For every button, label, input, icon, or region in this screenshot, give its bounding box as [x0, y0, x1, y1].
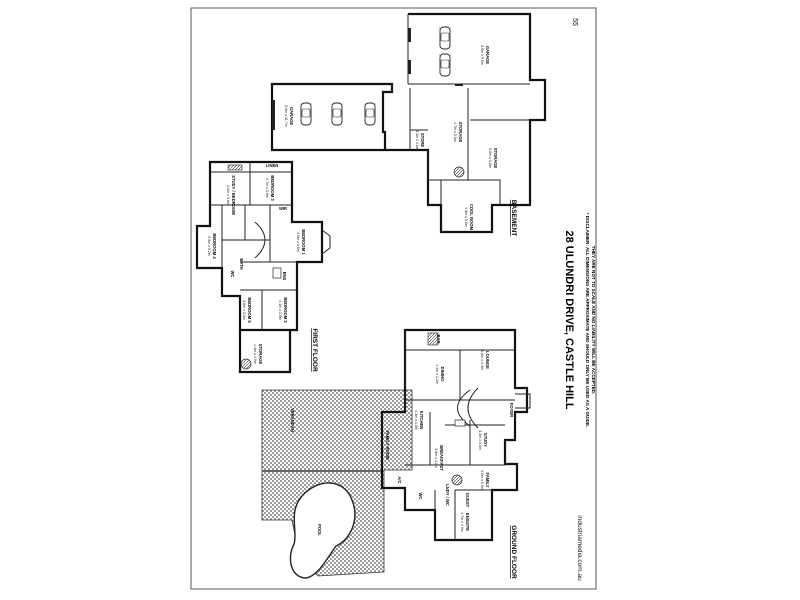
ff-bedroom-1-label: BEDROOM 1 — [301, 229, 306, 255]
disclaimer-line-2: THEY ARE NOT TO SCALE AND NO LIABILITY W… — [591, 246, 596, 394]
basement-garage-2-dim: 8.6m x 11.7m — [284, 105, 288, 127]
ground-floor-title: GROUND FLOOR — [510, 525, 517, 579]
gf-family-label: FAMILY — [485, 473, 490, 488]
basement-title: BASEMENT — [510, 200, 517, 237]
ff-bedroom-1-dim: 4.9m x 3.6m — [296, 232, 300, 252]
basement-cool-room-label: COOL ROOM — [469, 204, 474, 231]
gf-dining-dim: 4.4m x 4.2m — [435, 364, 439, 384]
ground-floor-plan: VERANDAH POOL FAMILY ROOM 8.0m x 11.2m D… — [261, 328, 531, 579]
gf-breakfast-label: BREAKFAST — [439, 445, 444, 471]
first-floor-title: FIRST FLOOR — [311, 328, 318, 372]
gf-breakfast-dim: 3.8m x 4.1m — [434, 448, 438, 468]
basement-storage-1-dim: 4.7m x 3.8m — [453, 122, 457, 142]
ff-storage-dim: 4.4m x 4.0m — [253, 344, 257, 364]
pool — [289, 482, 356, 579]
ff-storage-label: STORAGE — [258, 344, 263, 365]
ff-linen-label: LINEN — [266, 163, 279, 168]
basement-cool-room-dim: 4.8m x 3.8m — [464, 207, 468, 227]
ff-bedroom-4-dim: 3.9m x 3.2m — [207, 236, 211, 256]
ff-ens-label: ENS — [282, 272, 287, 281]
ff-bath-label: BATH — [239, 258, 244, 269]
disclaimer-line-1: * DISCLAIMER: ALL DIMENSIONS ARE APPROXI… — [585, 213, 590, 428]
basement-storage-1-label: STORAGE — [458, 122, 463, 143]
gf-study-dim: 3.3m x 3.0m — [478, 430, 482, 450]
gf-family-room-label: FAMILY ROOM — [385, 430, 390, 460]
ff-bedroom-2-label: BEDROOM 2 — [283, 297, 288, 323]
gf-kitchen-label: KITCHEN — [419, 411, 424, 430]
ff-wc-label: WC — [230, 271, 235, 278]
gf-dining-label: DINING — [440, 367, 445, 382]
ff-wir-label: WIR — [279, 206, 287, 211]
gf-lounge-label: LOUNGE — [485, 351, 490, 369]
gf-verandah-label: VERANDAH — [290, 408, 295, 432]
basement-storage-2-label: STORAGE — [493, 148, 498, 169]
basement-store-dim: 3.3m x 4.8m — [415, 130, 419, 150]
gf-foyer-label: FOYER — [509, 403, 514, 417]
ff-bedroom-3-label: BEDROOM 3 — [270, 175, 275, 201]
gf-lndy-label: LNDY / WC — [445, 484, 450, 506]
gf-kitchen-dim: 4.3m x 4.8m — [414, 410, 418, 430]
gf-bar-label: BAR — [436, 334, 441, 343]
gf-pool-label: POOL — [317, 524, 322, 536]
address-title: 28 ULUNDRI DRIVE, CASTLE HILL — [563, 230, 575, 409]
first-floor-plan: LINEN BEDROOM 3 4.7m x 3.6m STUDY / BEDR… — [195, 160, 331, 374]
ff-bedroom-4-label: BEDROOM 4 — [212, 233, 217, 259]
basement-garage-1-dim: 9.6m x 9.5m — [480, 45, 484, 65]
basement-garage-1-label: GARAGE — [485, 46, 490, 65]
gf-wc-label: WC — [418, 493, 423, 500]
gf-ac-label: A/C — [397, 476, 402, 483]
ff-bedroom-5-dim: 3.6m x 3.3m — [242, 300, 246, 320]
basement-plan: GARAGE 9.6m x 9.5m GARAGE 8.6m x 11.7m S… — [270, 12, 547, 237]
gf-lounge-dim: 6.6m x 4.3m — [480, 350, 484, 370]
gf-family-dim: 4.6m x 5.0m — [480, 470, 484, 490]
ff-study-label: STUDY / BEDROOM — [231, 175, 236, 215]
ff-bedroom-5-label: BEDROOM 5 — [247, 297, 252, 323]
basement-garage-2-label: GARAGE — [289, 107, 294, 126]
ff-study-dim: 3.0m x 3.6m — [226, 185, 230, 205]
gf-ensuite-dim: 4.7m x 4.0m — [460, 512, 464, 532]
ff-bedroom-2-dim: 4.1m x 3.6m — [278, 300, 282, 320]
ff-bedroom-3-dim: 4.7m x 3.6m — [265, 178, 269, 198]
website-url: industriamedia.com.au — [576, 515, 583, 581]
gf-guest-label: GUEST — [465, 493, 470, 508]
gf-ensuite-label: ENSUITE — [465, 513, 470, 531]
gf-study-label: STUDY — [483, 433, 488, 447]
page-number: 55 — [571, 18, 578, 26]
basement-storage-2-dim: 6.8m x 3.8m — [488, 148, 492, 168]
sheet-border — [190, 7, 597, 590]
gf-family-room-dim: 8.0m x 11.2m — [380, 434, 384, 456]
basement-store-label: STORE — [420, 133, 425, 148]
